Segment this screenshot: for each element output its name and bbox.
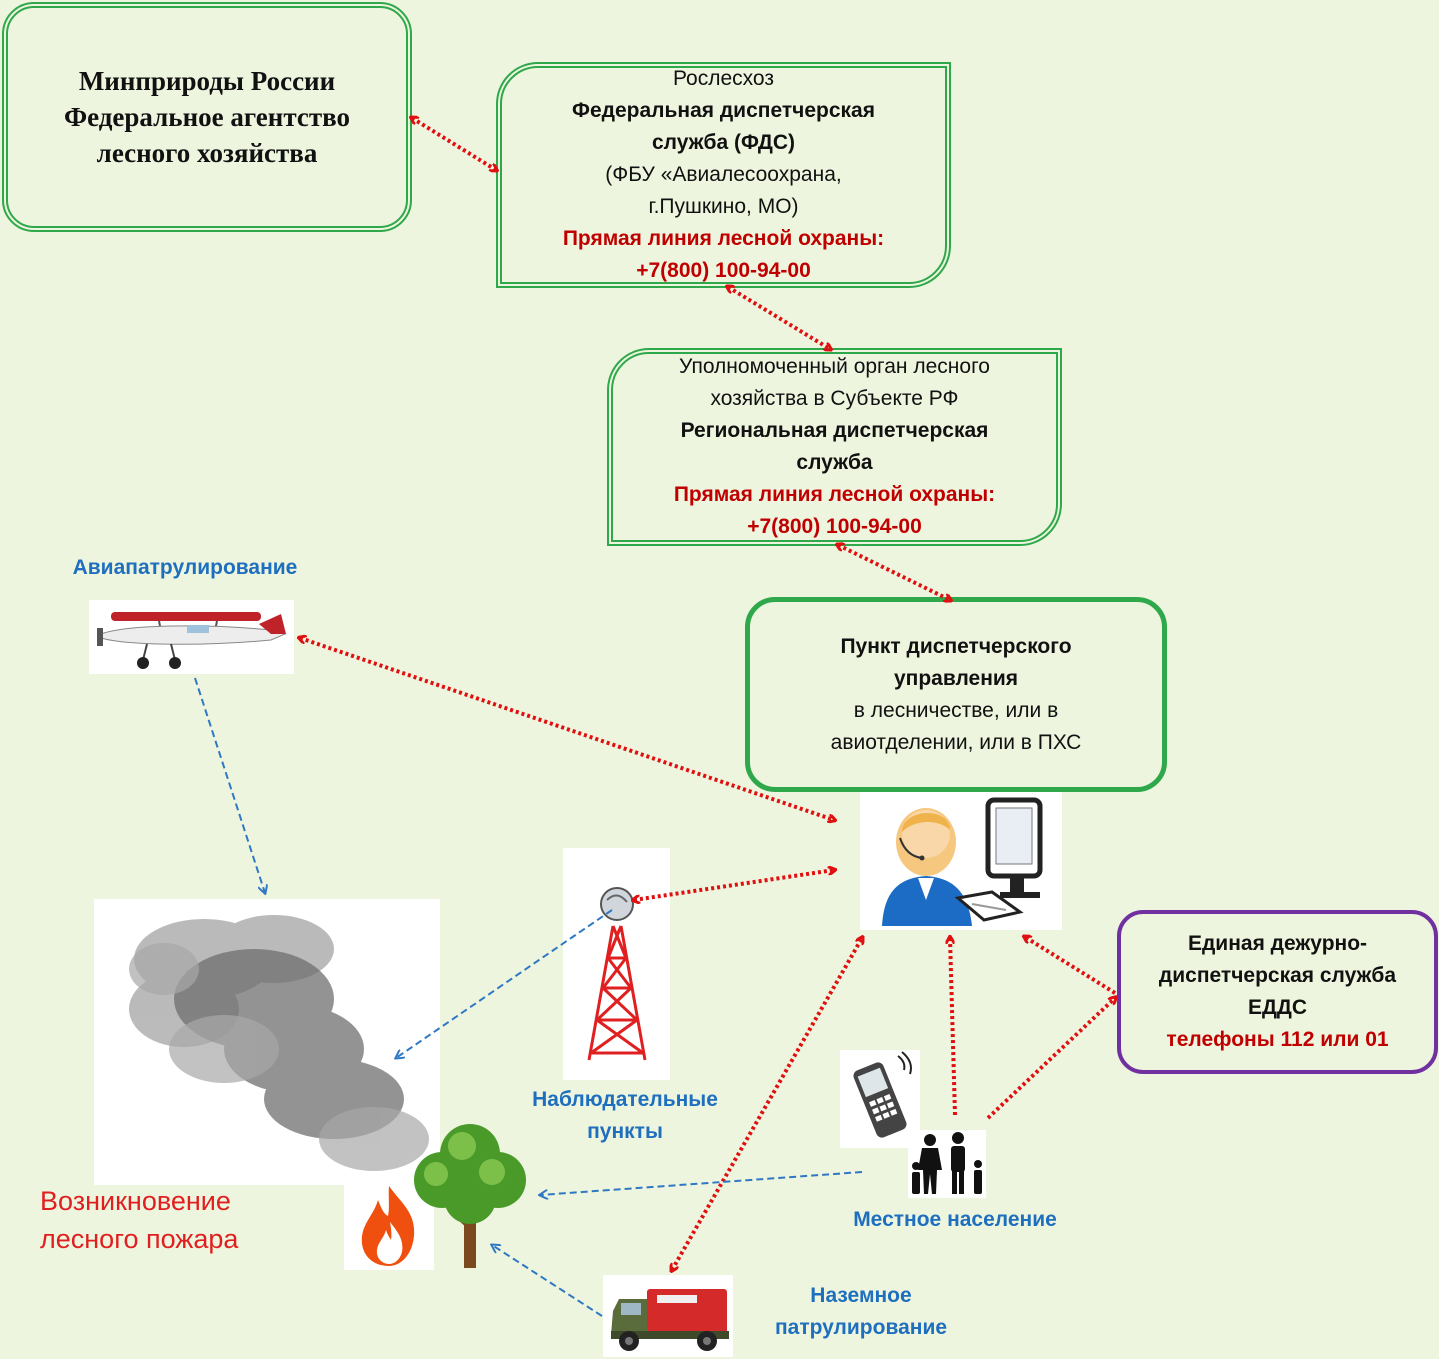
fds-name-2: служба (ФДС) — [651, 131, 796, 154]
population-label: Местное население — [853, 1208, 1057, 1231]
ministry-line-2: Федеральное агентство — [63, 102, 351, 132]
ministry-line-3: лесного хозяйства — [96, 138, 318, 168]
edds-name-1: Единая дежурно- — [1187, 932, 1368, 955]
tower-icon — [563, 848, 670, 1080]
tree-icon — [408, 1118, 533, 1270]
edds-name-3: ЕДДС — [1247, 996, 1308, 1019]
fds-hotline-label: Прямая линия лесной охраны: — [562, 227, 885, 250]
edds-box: Единая дежурно- диспетчерская служба ЕДД… — [1117, 910, 1438, 1074]
arrow-airplane-smoke — [194, 677, 265, 893]
air-patrol-label: Авиапатрулирование — [72, 556, 298, 579]
edds-name-2: диспетчерская служба — [1158, 964, 1397, 987]
ministry-box: Минприроды России Федеральное агентство … — [2, 2, 412, 232]
dispatch-point-box: Пункт диспетчерского управления в леснич… — [745, 597, 1167, 792]
dispatch-name-1: Пункт диспетчерского — [840, 634, 1072, 658]
fds-org: Рослесхоз — [672, 67, 775, 90]
fds-detail-1: (ФБУ «Авиалесоохрана, — [605, 163, 842, 186]
fds-hotline-phone: +7(800) 100-94-00 — [636, 259, 811, 282]
fire-label-2: лесного пожара — [40, 1224, 239, 1254]
regional-org-2: хозяйства в Субъекте РФ — [710, 387, 959, 410]
regional-hotline-phone: +7(800) 100-94-00 — [747, 515, 922, 538]
smoke-icon — [94, 899, 440, 1185]
ministry-line-1: Минприроды России — [78, 66, 336, 96]
airplane-icon — [89, 600, 294, 674]
operator-icon — [860, 778, 1062, 930]
ground-patrol-label-1: Наземное — [810, 1284, 912, 1307]
fire-label-1: Возникновение — [40, 1186, 231, 1216]
arrow-edds-operator — [1025, 937, 1117, 995]
observation-label: Наблюдательные пункты — [500, 1084, 750, 1148]
regional-org-1: Уполномоченный орган лесного — [679, 355, 990, 378]
regional-box: Уполномоченный орган лесного хозяйства в… — [607, 348, 1062, 546]
ground-patrol-label-2: патрулирование — [774, 1316, 948, 1339]
ground-patrol-label: Наземное патрулирование — [746, 1280, 976, 1344]
observation-label-1: Наблюдательные — [532, 1088, 718, 1111]
fds-box: Рослесхоз Федеральная диспетчерская служ… — [496, 62, 951, 288]
arrow-ministry-fds — [412, 118, 496, 170]
arrow-population-edds — [986, 998, 1115, 1120]
dispatch-detail-2: авиотделении, или в ПХС — [830, 730, 1082, 754]
dispatch-detail-1: в лесничестве, или в — [853, 698, 1059, 722]
fds-name-1: Федеральная диспетчерская — [572, 99, 875, 122]
arrow-population-tree — [540, 1171, 863, 1195]
regional-name-2: служба — [796, 451, 873, 474]
fds-detail-2: г.Пушкино, МО) — [648, 195, 799, 218]
regional-hotline-label: Прямая линия лесной охраны: — [673, 483, 996, 506]
edds-phones: телефоны 112 или 01 — [1166, 1028, 1389, 1051]
fire-label: Возникновение лесного пожара — [40, 1182, 320, 1258]
truck-icon — [603, 1275, 733, 1357]
family-icon — [908, 1130, 986, 1198]
regional-name-1: Региональная диспетчерская — [680, 419, 989, 442]
dispatch-name-2: управления — [893, 666, 1019, 690]
arrow-regional-dispatch — [838, 545, 950, 600]
observation-label-2: пункты — [587, 1120, 663, 1143]
arrow-fds-regional — [728, 287, 830, 349]
arrow-population-operator — [950, 938, 957, 1116]
